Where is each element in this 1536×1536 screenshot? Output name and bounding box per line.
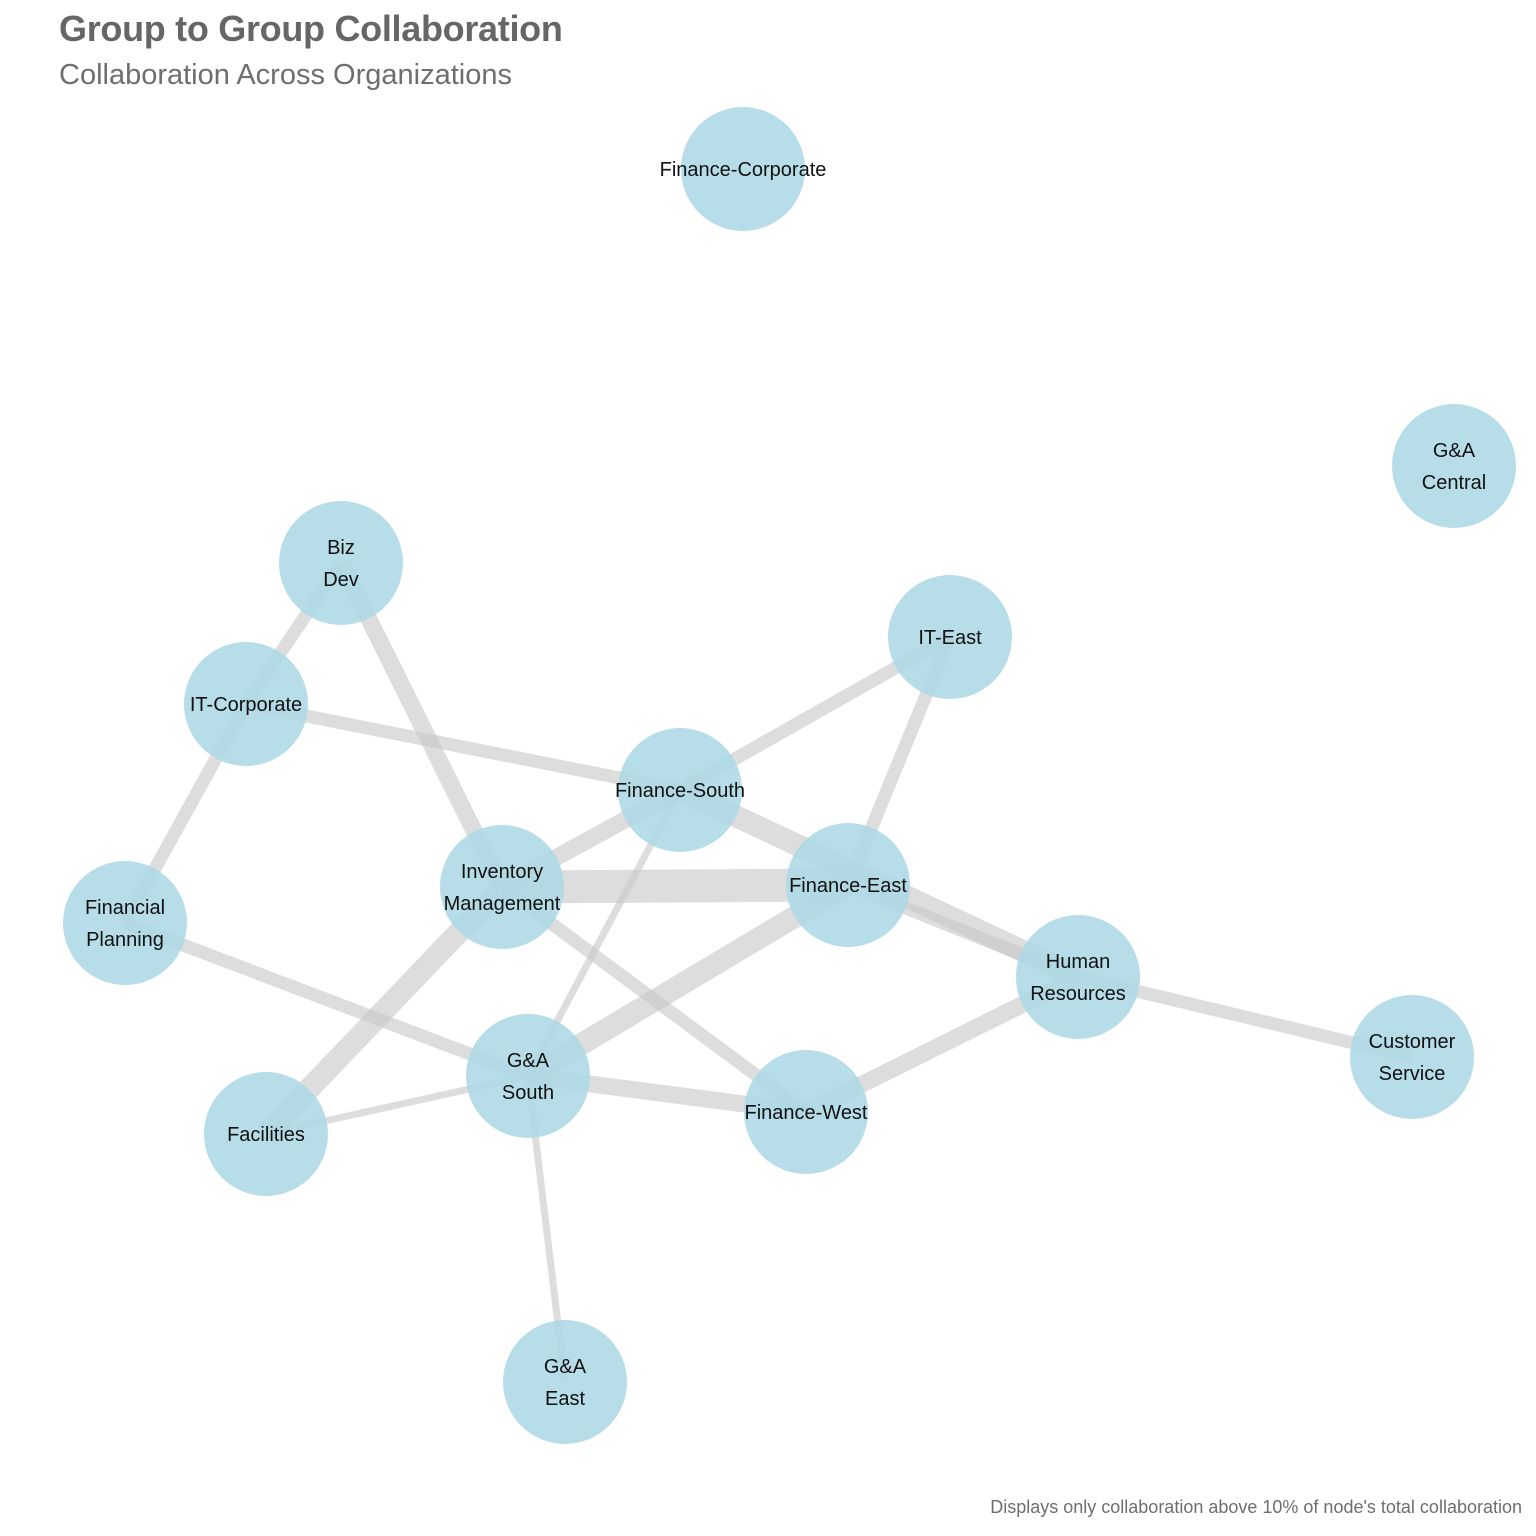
node-circle [1016,915,1140,1039]
node-label: Finance-Corporate [660,159,827,181]
node-finance-west[interactable]: Finance-West [744,1050,868,1174]
node-it-east[interactable]: IT-East [888,575,1012,699]
node-label: Finance-West [744,1102,867,1124]
node-label: G&A [544,1356,587,1378]
node-label: South [502,1082,554,1104]
node-label: Service [1379,1063,1446,1085]
node-label: Dev [323,569,359,591]
node-it-corporate[interactable]: IT-Corporate [184,642,308,766]
edge-finance-east-ga-south [522,875,854,1086]
node-label: Customer [1369,1031,1456,1053]
node-label: Biz [327,537,355,559]
node-label: Facilities [227,1124,305,1146]
node-circle [440,825,564,949]
node-circle [204,1072,328,1196]
node-circle [618,728,742,852]
node-ga-south[interactable]: G&A South [466,1014,590,1138]
node-ga-central[interactable]: G&A Central [1392,404,1516,528]
filter-caption: Displays only collaboration above 10% of… [990,1497,1522,1517]
node-label: Human [1046,951,1110,973]
node-ga-east[interactable]: G&A East [503,1320,627,1444]
node-circle [744,1050,868,1174]
node-label: IT-East [918,627,982,649]
edge-layer [119,559,1414,1383]
node-label: IT-Corporate [190,694,302,716]
node-circle [681,107,805,231]
node-circle [279,501,403,625]
node-label: Resources [1030,983,1126,1005]
edge-financial-planning-ga-south [122,916,531,1083]
node-circle [786,823,910,947]
node-label: Finance-South [615,780,745,802]
node-circle [1350,995,1474,1119]
node-label: G&A [1433,440,1476,462]
node-label: Inventory [461,861,543,883]
chart-subtitle: Collaboration Across Organizations [59,59,512,91]
node-finance-east[interactable]: Finance-East [786,823,910,947]
edge-it-corporate-finance-south [244,697,682,797]
node-label: Finance-East [789,875,907,897]
node-circle [888,575,1012,699]
node-label: Planning [86,929,164,951]
node-circle [184,642,308,766]
node-label: Financial [85,897,165,919]
node-finance-south[interactable]: Finance-South [615,728,745,852]
node-label: East [545,1388,585,1410]
node-label: G&A [507,1050,550,1072]
node-circle [466,1014,590,1138]
node-circle [503,1320,627,1444]
node-label: Central [1422,472,1486,494]
node-circle [63,861,187,985]
node-circle [1392,404,1516,528]
node-facilities[interactable]: Facilities [204,1072,328,1196]
node-label: Management [444,893,561,915]
chart-title: Group to Group Collaboration [59,8,563,49]
node-finance-corporate[interactable]: Finance-Corporate [660,107,827,231]
